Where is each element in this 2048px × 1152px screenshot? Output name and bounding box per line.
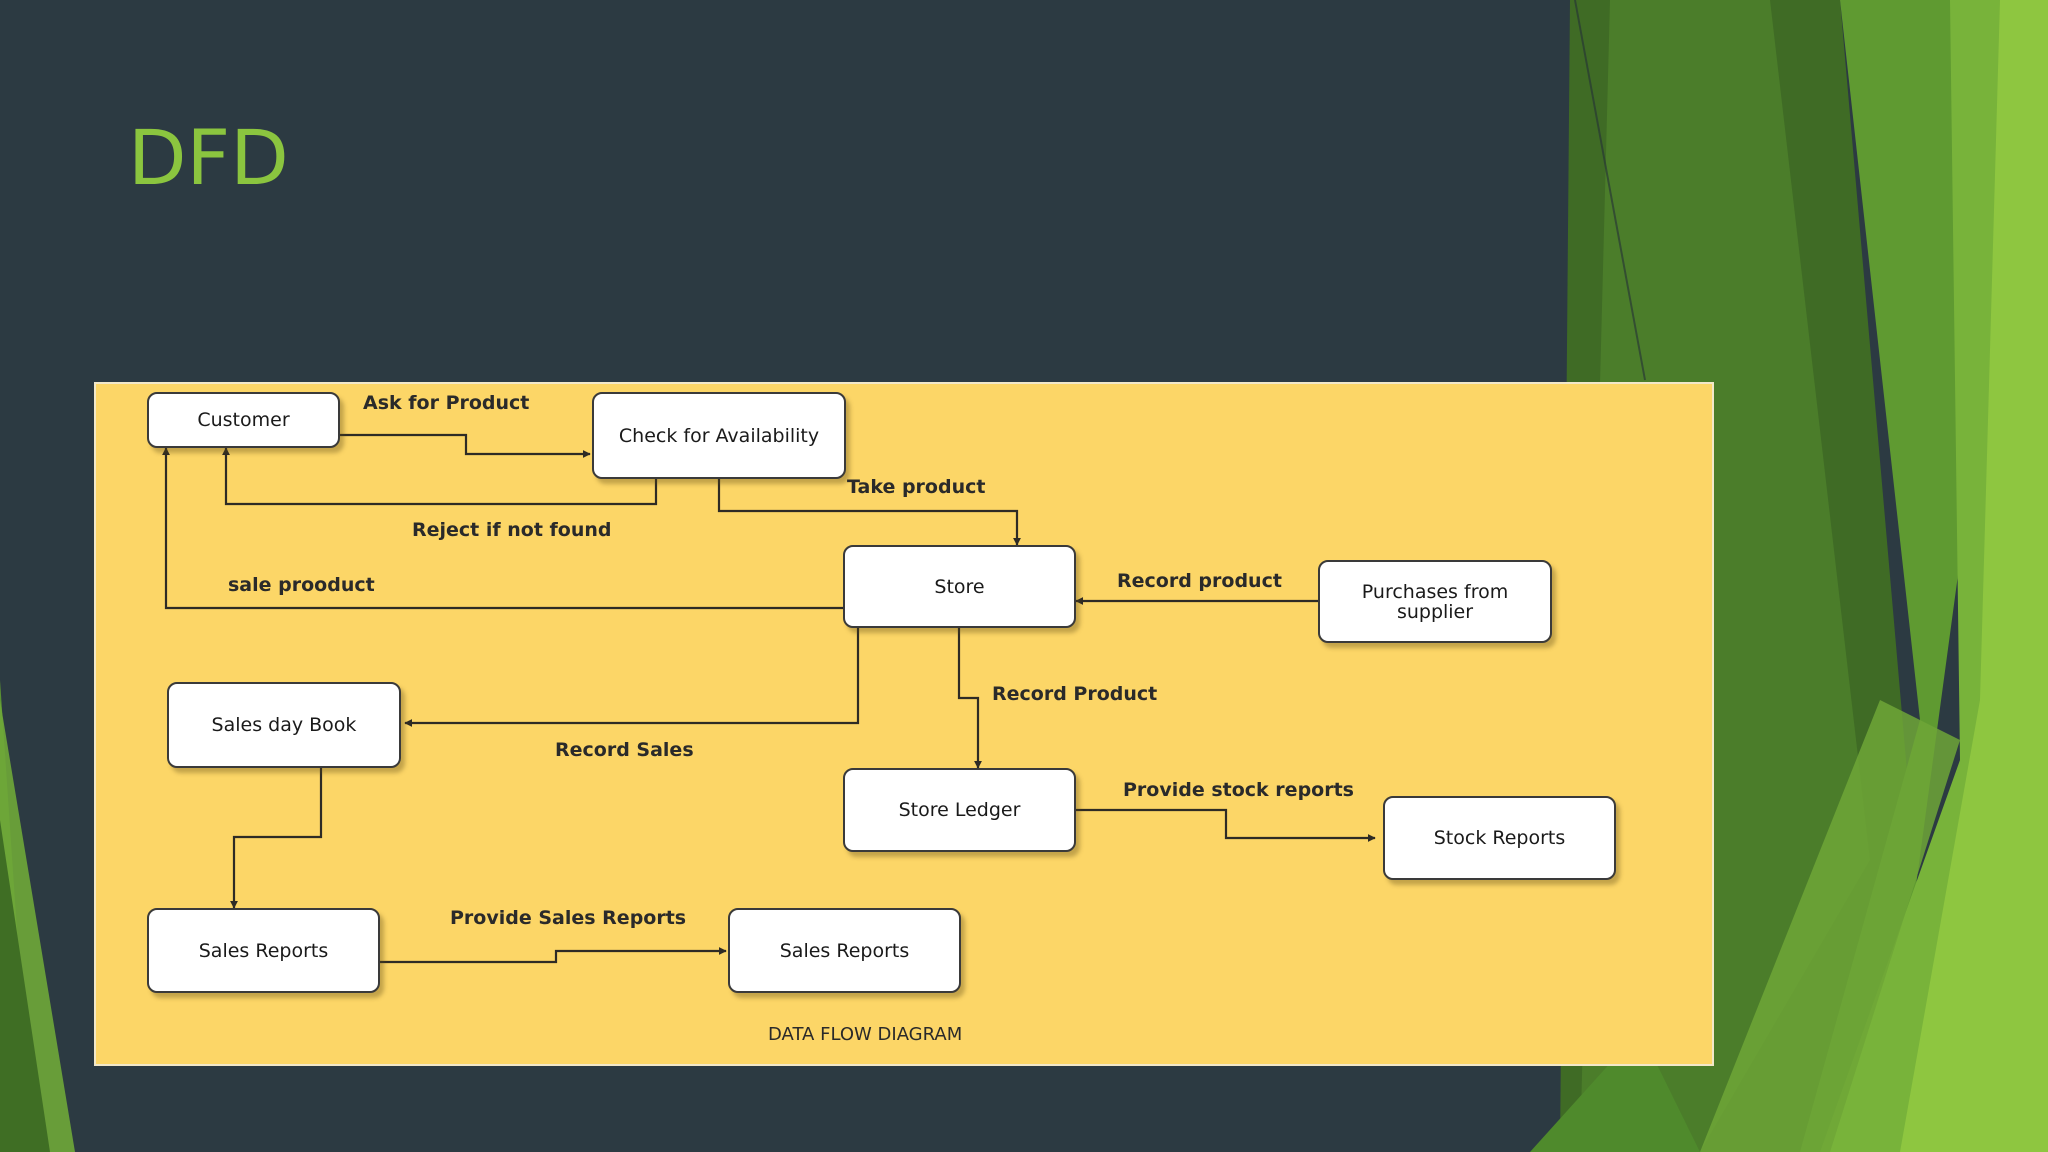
label-ask-for-product: Ask for Product [363, 392, 530, 414]
node-store-ledger: Store Ledger [843, 768, 1076, 852]
flow-stock-reports-arrow [1076, 808, 1376, 842]
label-reject-if-not-found: Reject if not found [412, 519, 612, 541]
label-provide-stock-reports: Provide stock reports [1123, 779, 1354, 801]
flow-ask-for-product-arrow [340, 433, 591, 458]
label-record-product: Record product [1117, 570, 1282, 592]
diagram-caption: DATA FLOW DIAGRAM [768, 1024, 963, 1045]
label-provide-sales-reports: Provide Sales Reports [450, 907, 687, 929]
node-sales-reports-left: Sales Reports [147, 908, 380, 993]
connector-layer [162, 433, 1376, 964]
flow-sales-reports-arrow [379, 947, 727, 964]
flow-reject-arrow [222, 447, 658, 506]
label-sale-product: sale prooduct [228, 574, 375, 596]
label-record-sales: Record Sales [555, 739, 694, 761]
node-purchases-supplier: Purchases from supplier [1318, 560, 1552, 643]
slide-title: DFD [128, 113, 289, 202]
node-check-availability: Check for Availability [592, 392, 846, 479]
label-record-product-down: Record Product [992, 683, 1158, 705]
flow-record-product-down-arrow [957, 628, 982, 769]
label-take-product: Take product [847, 476, 986, 498]
node-stock-reports: Stock Reports [1383, 796, 1616, 880]
node-sales-reports-right: Sales Reports [728, 908, 961, 993]
node-store: Store [843, 545, 1076, 628]
node-sales-day-book: Sales day Book [167, 682, 401, 768]
flow-take-product-arrow [717, 479, 1021, 546]
flow-sale-product-arrow [162, 447, 843, 610]
node-customer: Customer [147, 392, 340, 448]
flow-record-sales-arrow [404, 628, 860, 727]
flow-sales-book-arrow [230, 768, 323, 909]
dfd-diagram: Customer Check for Availability Store Pu… [94, 382, 1714, 1066]
